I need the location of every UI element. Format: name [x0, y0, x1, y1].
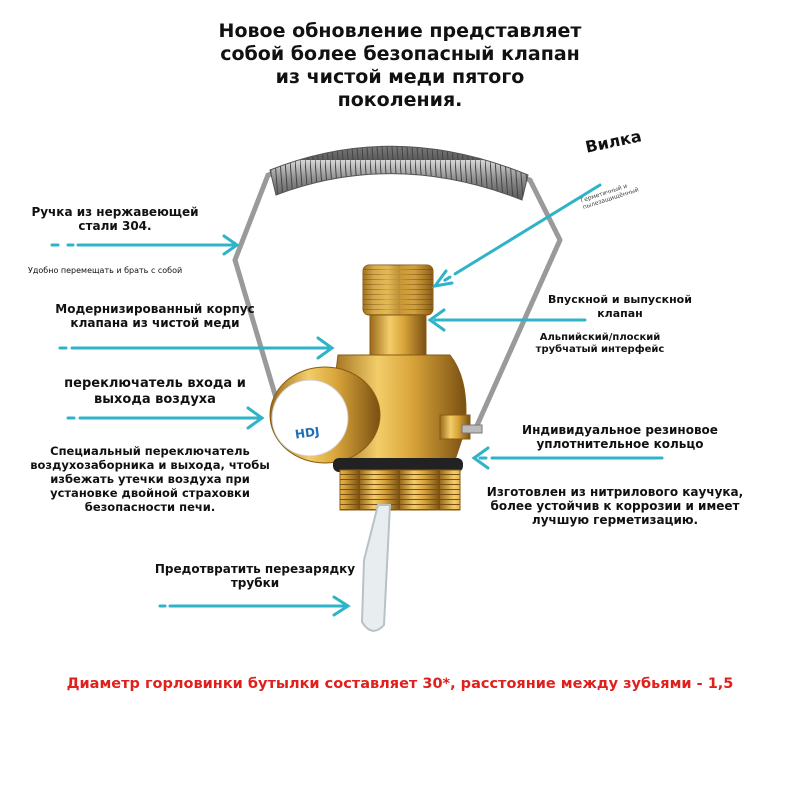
label-switch: переключатель входа и выхода воздуха	[64, 376, 246, 407]
label-handle-small: Удобно перемещать и брать с собой	[28, 266, 183, 275]
label-handle: Ручка из нержавеющей стали 304.	[31, 205, 199, 233]
label-ring-desc: Изготовлен из нитрилового каучука, более…	[486, 485, 744, 527]
spring-grip	[269, 145, 529, 201]
bottom-note: Диаметр горловинки бутылки составляет 30…	[66, 676, 734, 692]
label-inlet: Впускной и выпускной клапан	[548, 293, 692, 320]
label-tube: Предотвратить перезарядку трубки	[154, 562, 356, 590]
label-valve-body: Модернизированный корпус клапана из чист…	[55, 302, 255, 330]
label-rubber-ring: Индивидуальное резиновое уплотнительное …	[522, 423, 718, 451]
label-interface: Альпийский/плоский трубчатый интерфейс	[535, 332, 665, 355]
label-switch-desc: Специальный переключатель воздухозаборни…	[30, 444, 270, 514]
page-title: Новое обновление представляет собой боле…	[218, 20, 582, 111]
